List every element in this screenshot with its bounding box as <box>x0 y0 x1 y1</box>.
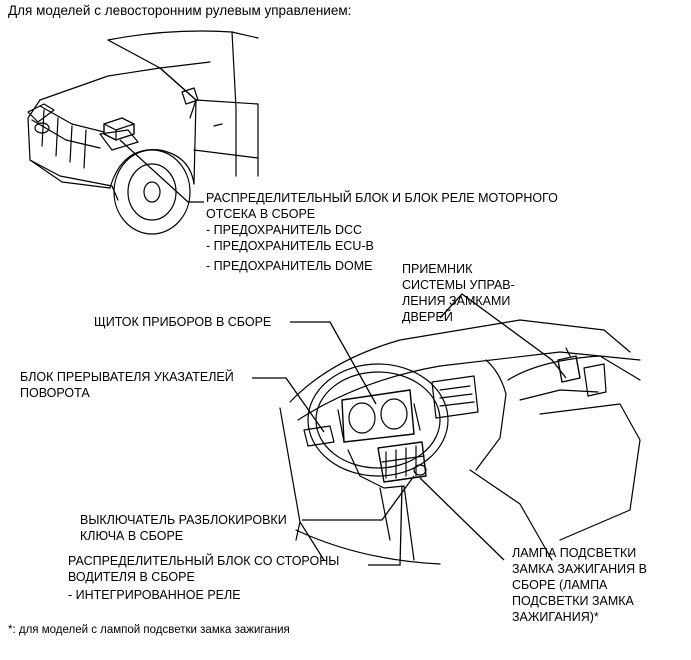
leader-driver-junction-block <box>368 485 403 566</box>
leader-instrument-cluster <box>290 321 377 405</box>
page-heading: Для моделей с левосторонним рулевым упра… <box>8 3 352 18</box>
fuse-ecu-b-label: - ПРЕДОХРАНИТЕЛЬ ECU-B <box>206 239 374 253</box>
footnote: *: для моделей с лампой подсветки замка … <box>8 624 290 636</box>
fuse-dcc-label: - ПРЕДОХРАНИТЕЛЬ DCC <box>206 223 363 237</box>
ignition-key-lamp-label: ЛАМПА ПОДСВЕТКИ ЗАМКА ЗАЖИГАНИЯ В СБОРЕ … <box>512 546 647 624</box>
key-unlock-switch-label: ВЫКЛЮЧАТЕЛЬ РАЗБЛОКИРОВКИ КЛЮЧА В СБОРЕ <box>80 513 287 543</box>
leader-engine-relay-block <box>119 139 204 203</box>
instrument-cluster-label: ЩИТОК ПРИБОРОВ В СБОРЕ <box>94 315 272 329</box>
leader-lines <box>119 139 567 566</box>
driver-side-junction-block-label: РАСПРЕДЕЛИТЕЛЬНЫЙ БЛОК СО СТОРОНЫ ВОДИТЕ… <box>68 554 340 584</box>
leader-ignition-key-lamp <box>419 477 505 561</box>
engine-room-relay-block-label: РАСПРЕДЕЛИТЕЛЬНЫЙ БЛОК И БЛОК РЕЛЕ МОТОР… <box>206 191 558 221</box>
integration-relay-label: - ИНТЕГРИРОВАННОЕ РЕЛЕ <box>68 588 241 602</box>
door-lock-receiver-label: ПРИЕМНИК СИСТЕМЫ УПРАВ- ЛЕНИЯ ЗАМКАМИ ДВ… <box>402 262 515 324</box>
turn-signal-flasher-label: БЛОК ПРЕРЫВАТЕЛЯ УКАЗАТЕЛЕЙ ПОВОРОТА <box>20 370 234 400</box>
dashboard-drawing <box>279 319 641 565</box>
leader-key-unlock-switch <box>302 475 415 521</box>
leader-door-lock-receiver <box>439 293 567 379</box>
fuse-dome-label: - ПРЕДОХРАНИТЕЛЬ DOME <box>206 259 373 273</box>
leader-turn-signal-flasher <box>252 377 325 433</box>
vehicle-exterior-drawing <box>27 30 259 235</box>
